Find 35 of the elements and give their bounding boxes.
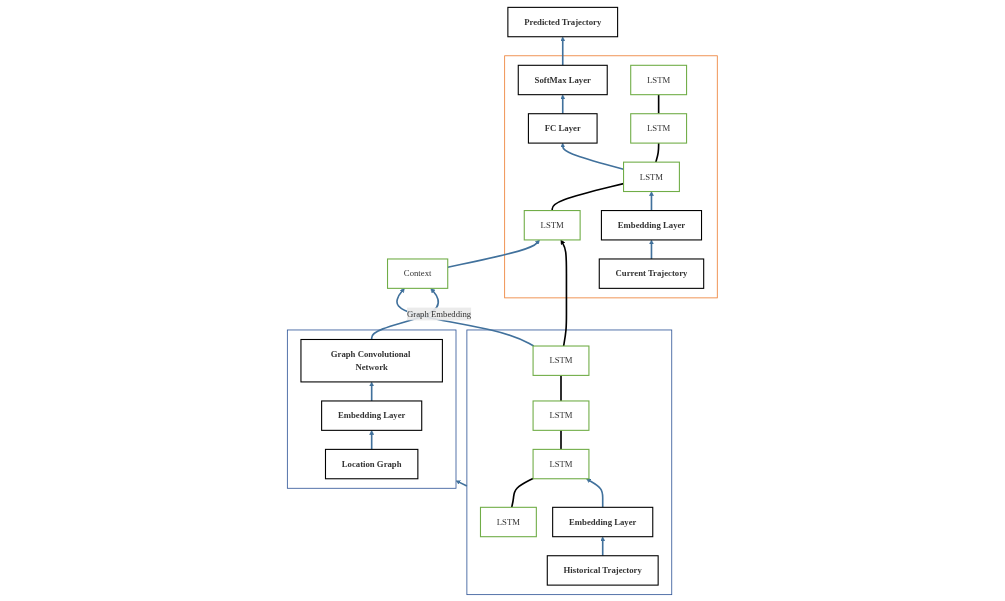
node-box: LSTM	[532, 448, 590, 479]
node-box: LSTM	[630, 64, 688, 95]
arrow	[447, 239, 540, 268]
cluster	[504, 54, 718, 298]
node-box: LSTM	[623, 161, 681, 192]
node-box: Embedding Layer	[601, 209, 703, 240]
arrow	[560, 239, 568, 347]
node-box: SoftMax Layer	[517, 64, 608, 95]
node-box: Embedding Layer	[321, 399, 423, 431]
node-box: LSTM	[630, 112, 688, 144]
node-box: LSTM	[532, 399, 590, 431]
connector	[655, 141, 660, 163]
cluster	[466, 329, 673, 595]
node-box: LSTM	[480, 506, 538, 537]
node-box: Historical Trajectory	[546, 554, 659, 586]
node-box: Context	[387, 257, 449, 289]
node-box: Graph Convolutional Network	[300, 338, 444, 382]
edge-label: Graph Embedding	[407, 308, 472, 318]
connector	[560, 429, 562, 450]
connector	[658, 93, 660, 115]
node-box: LSTM	[523, 209, 581, 240]
cluster	[287, 329, 457, 489]
arrow	[600, 536, 606, 557]
node-box: Predicted Trajectory	[507, 6, 619, 37]
arrow	[560, 36, 566, 66]
connector	[511, 477, 535, 508]
node-box: LSTM	[532, 344, 590, 376]
arrow	[560, 93, 566, 115]
node-box: FC Layer	[528, 112, 598, 144]
node-box: Current Trajectory	[598, 257, 705, 289]
connector	[560, 374, 562, 402]
arrow	[455, 479, 468, 487]
arrow	[586, 478, 604, 508]
node-box: Location Graph	[325, 448, 419, 479]
node-box: Embedding Layer	[552, 506, 654, 537]
